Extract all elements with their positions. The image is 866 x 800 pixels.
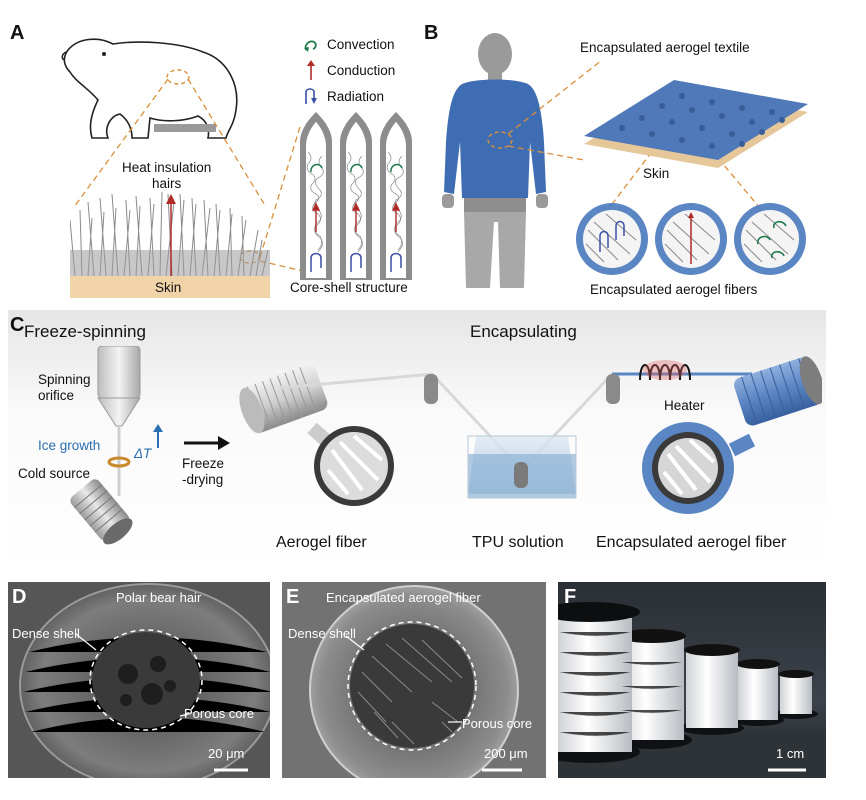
panel-e-label: E bbox=[286, 586, 300, 608]
panel-b-label: B bbox=[424, 22, 439, 44]
panel-d-sem-image bbox=[8, 582, 270, 778]
freeze-spinning-title: Freeze-spinning bbox=[24, 322, 146, 341]
spinning-orifice-label: Spinning orifice bbox=[38, 372, 91, 403]
panel-e-scale-bar-label: 200 μm bbox=[484, 746, 528, 761]
panel-d-label: D bbox=[12, 586, 27, 608]
fibers-label: Encapsulated aerogel fibers bbox=[590, 282, 758, 297]
panel-e-sem-image bbox=[282, 582, 546, 778]
core-shell-label: Core-shell structure bbox=[290, 280, 408, 295]
aerogel-fiber-label: Aerogel fiber bbox=[276, 534, 367, 551]
panel-f-label: F bbox=[564, 586, 577, 608]
process-arrow-icon bbox=[184, 436, 230, 450]
panel-d-title: Polar bear hair bbox=[116, 590, 202, 605]
hair-skin-illustration bbox=[70, 191, 270, 298]
person-illustration bbox=[442, 33, 548, 288]
encapsulated-fiber-label: Encapsulated aerogel fiber bbox=[596, 534, 787, 551]
convection-label: Convection bbox=[327, 37, 395, 52]
convection-icon bbox=[304, 40, 317, 52]
heater-label: Heater bbox=[664, 398, 705, 413]
conduction-label: Conduction bbox=[327, 63, 396, 78]
encapsulating-title: Encapsulating bbox=[470, 322, 577, 341]
panel-d-scale-bar-label: 20 μm bbox=[208, 746, 245, 761]
panel-d-porous-core-label: Porous core bbox=[184, 706, 255, 721]
encapsulation-process-illustration bbox=[239, 356, 822, 514]
conduction-icon bbox=[307, 60, 315, 80]
textile-label: Encapsulated aerogel textile bbox=[580, 40, 750, 55]
core-shell-structure-illustration bbox=[300, 112, 412, 280]
panel-e-porous-core-label: Porous core bbox=[462, 716, 533, 731]
cold-source-label: Cold source bbox=[18, 466, 91, 481]
delta-t-label: ΔT bbox=[134, 446, 152, 461]
panel-a-label: A bbox=[10, 22, 25, 44]
panel-c-label: C bbox=[10, 314, 25, 336]
aerogel-textile-illustration bbox=[584, 80, 808, 168]
delta-t-arrow-icon bbox=[153, 424, 163, 448]
polar-bear-illustration bbox=[61, 38, 238, 139]
spinning-apparatus-illustration bbox=[70, 346, 141, 545]
heat-insulation-hairs-label: Heat insulation hairs bbox=[122, 160, 212, 191]
panel-f-photo bbox=[558, 582, 826, 778]
panel-e-dense-shell-label: Dense shell bbox=[288, 626, 356, 641]
ice-growth-label: Ice growth bbox=[38, 438, 101, 453]
freeze-drying-label: Freeze -drying bbox=[182, 456, 225, 487]
radiation-icon bbox=[305, 88, 317, 104]
tpu-solution-label: TPU solution bbox=[472, 534, 564, 551]
aerogel-fibers-circles bbox=[576, 203, 806, 275]
panel-d-dense-shell-label: Dense shell bbox=[12, 626, 80, 641]
skin-label-b: Skin bbox=[643, 166, 670, 181]
panel-f-scale-bar-label: 1 cm bbox=[776, 746, 805, 761]
radiation-label: Radiation bbox=[327, 89, 385, 104]
skin-label-a: Skin bbox=[155, 280, 182, 295]
panel-e-title: Encapsulated aerogel fiber bbox=[326, 590, 481, 605]
